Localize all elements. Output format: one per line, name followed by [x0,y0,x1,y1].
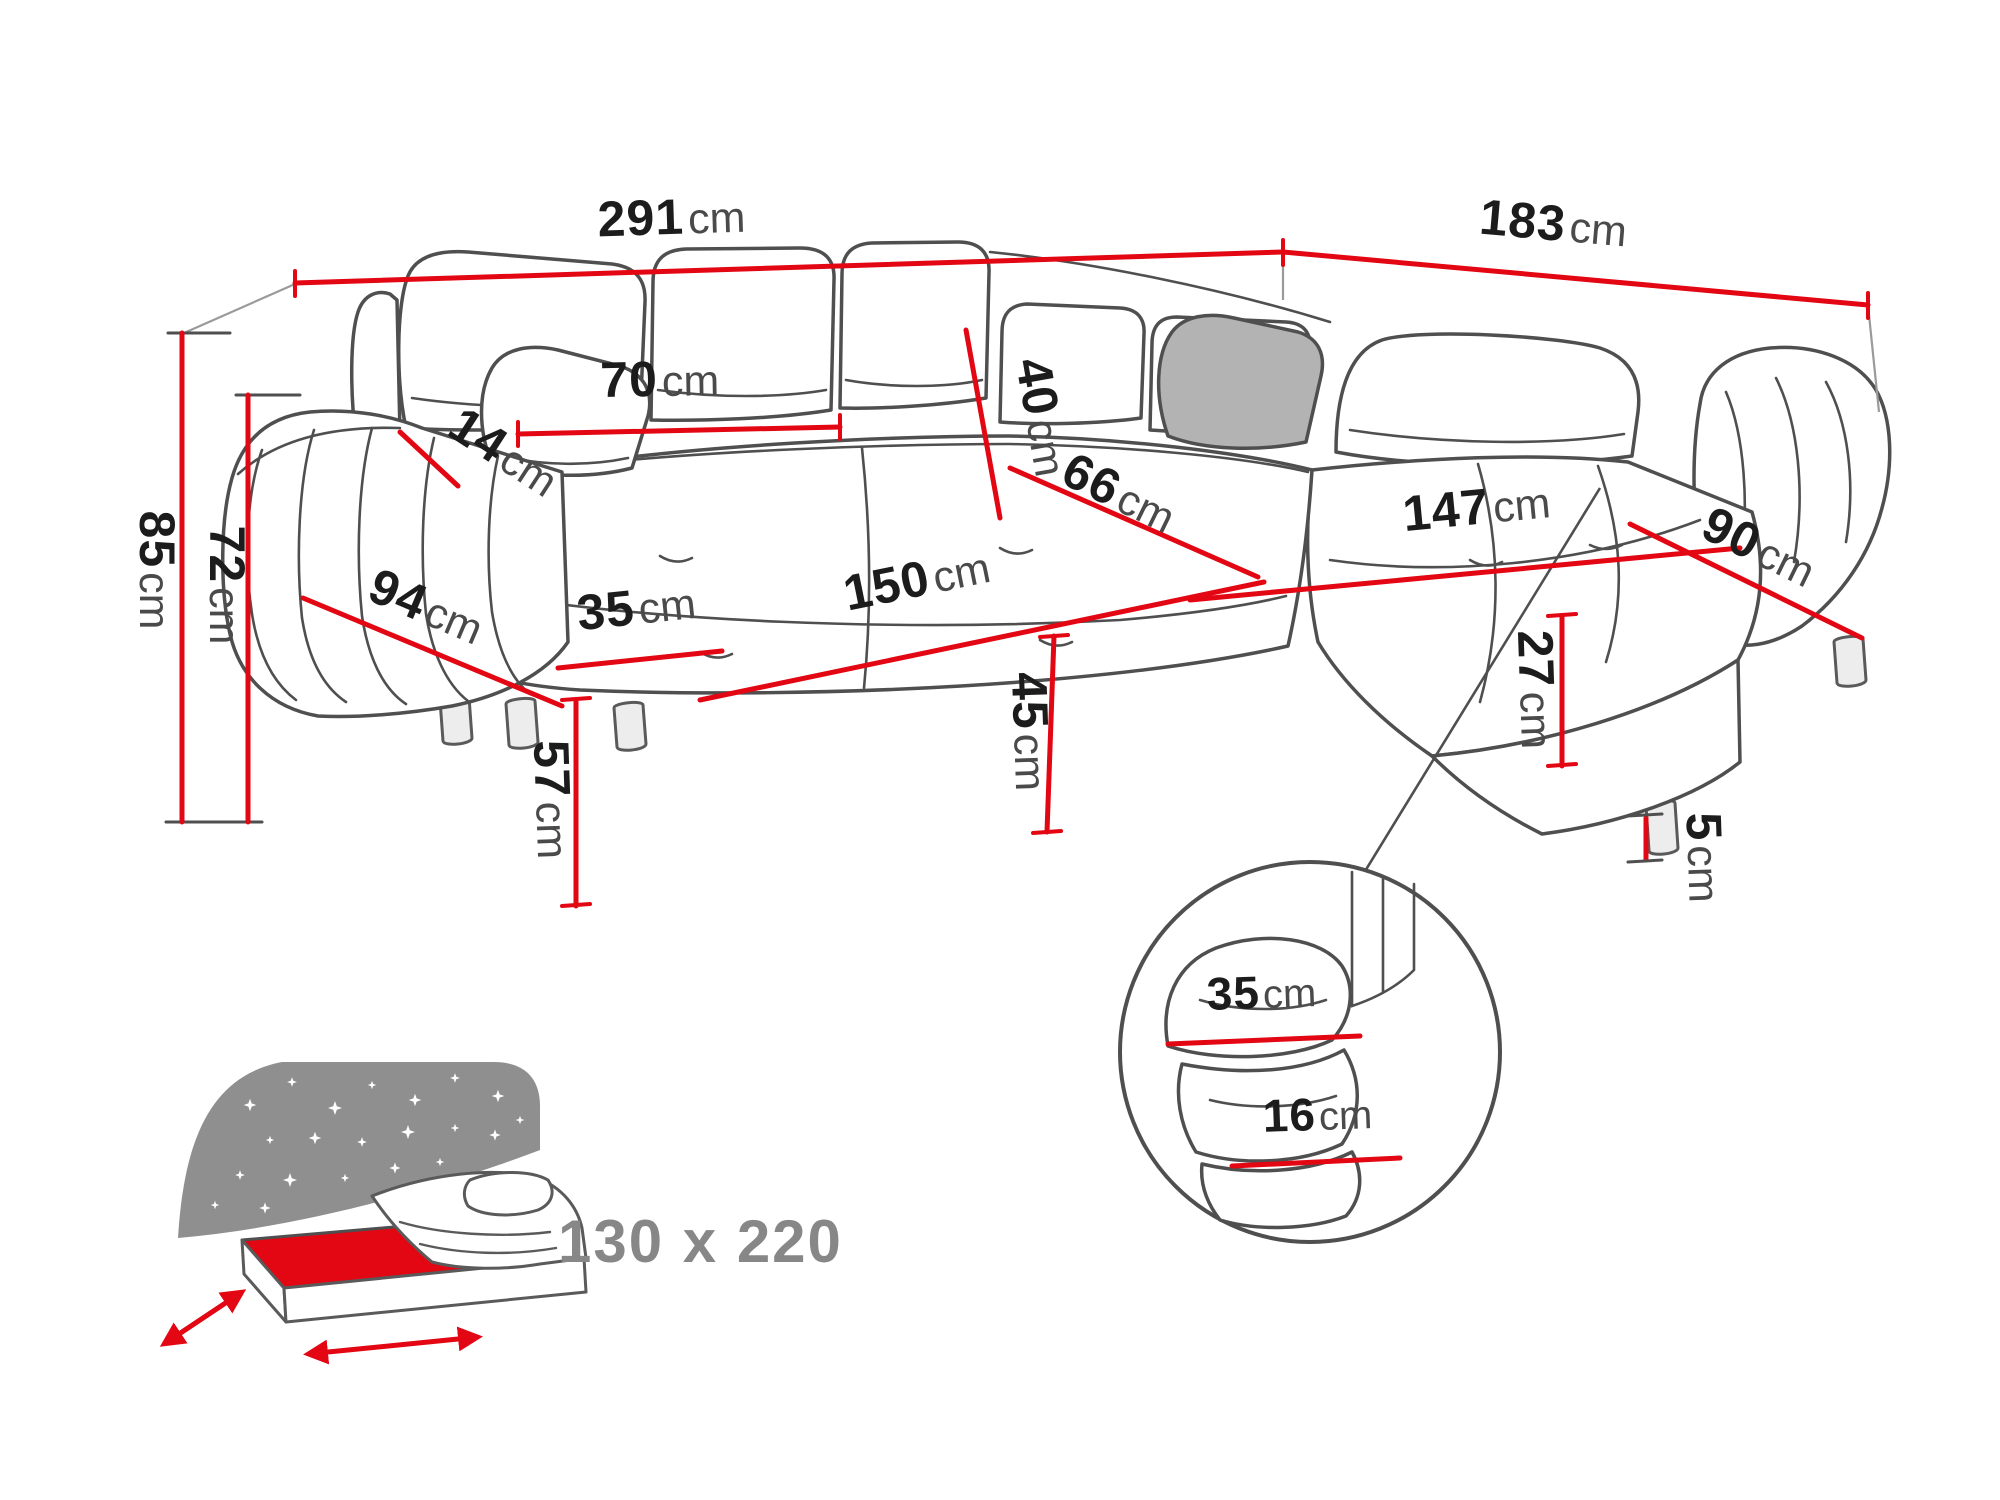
left-armrest [220,409,570,719]
dim-seat-pillow-width: 35cm [555,573,725,671]
dim-total-width: 291cm [292,187,1286,298]
dim-chaise-length: 147cm [1187,472,1743,603]
dim-label-detail-cushion-thickness: 16cm [1262,1086,1373,1142]
dim-leg-height: 5cm [1626,811,1734,903]
dim-label-total-height: 85cm [129,511,185,630]
sofa-drawing [220,240,1892,856]
dim-label-back-cushion-width: 70cm [600,350,720,408]
dim-label-armrest-height: 57cm [523,739,583,860]
detail-pointer-line [1338,487,1602,913]
dim-back-cushion-height: 40cm [963,327,1081,521]
detail-cushion-layers [1164,870,1416,1230]
detail-inset: 35cm 16cm [1118,487,1602,1244]
dimension-annotations: 291cm 183cm 85cm 72cm 70cm 14cm 40c [129,187,1871,909]
dim-back-cushion-width: 70cm [515,350,843,448]
seat-pillow [479,345,652,477]
dim-label-chaise-seat-height: 27cm [1507,629,1567,750]
corner-accent-pillow [1156,313,1325,450]
bed-dimension-arrows [159,1289,483,1365]
dim-armrest-height: 57cm [523,696,592,909]
dim-detail-cushion-thickness: 16cm [1229,1086,1403,1169]
sleeping-size-label: 130 x 220 [558,1208,843,1275]
dim-label-back-cushion-height: 40cm [1005,354,1081,481]
dim-label-total-width: 291cm [597,187,746,248]
dim-label-leg-height: 5cm [1675,811,1734,903]
back-frame-top-line [988,250,1332,324]
dim-label-chaise-length: 147cm [1400,472,1552,542]
main-seat [428,434,1314,695]
dim-detail-cushion-width: 35cm [1165,964,1363,1047]
sleeping-area-icon: 130 x 220 [159,1062,843,1365]
dim-label-detail-cushion-width: 35cm [1206,964,1317,1020]
chaise-back-cushion [1334,332,1641,467]
headboard-starry-shape [178,1062,540,1238]
dim-label-backrest-height: 72cm [199,526,255,645]
dim-label-seat-pillow-width: 35cm [574,573,698,641]
dim-backrest-height: 72cm [199,392,255,825]
duvet-and-pillow [370,1170,588,1270]
dim-total-height: 85cm [129,330,185,825]
back-cushions [396,240,1312,434]
dim-seat-height: 45cm [1001,633,1070,835]
dim-label-seat-height: 45cm [1001,671,1061,792]
dim-chaise-seat-height: 27cm [1507,612,1578,769]
dim-label-total-depth: 183cm [1477,189,1629,258]
dim-total-depth: 183cm [1280,189,1871,320]
